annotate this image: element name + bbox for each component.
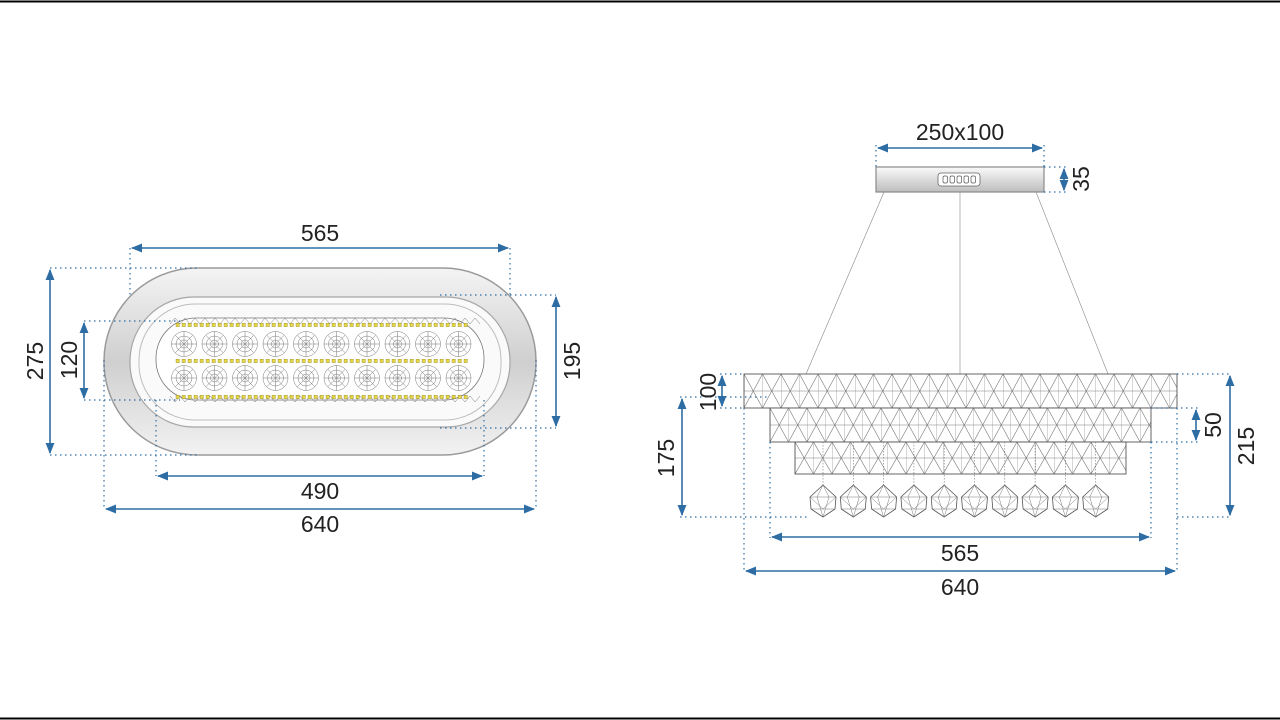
crystal-ball — [870, 442, 898, 518]
inner-ring-edge — [138, 303, 502, 421]
crystal-tier-top — [743, 373, 1178, 409]
crystal-grid — [169, 317, 481, 403]
crystal-disc — [384, 365, 411, 391]
dim-label-565-side: 565 — [941, 540, 979, 566]
dim-label-50: 50 — [1200, 412, 1226, 438]
crystal-disc — [445, 331, 472, 357]
crystal-disc — [201, 331, 228, 357]
dim-label-490: 490 — [301, 478, 339, 504]
crystal-ball — [1082, 442, 1110, 518]
top-view: 565 490 640 275 120 195 — [22, 220, 585, 537]
crystal-ball — [991, 442, 1019, 518]
crystal-panel — [155, 317, 485, 401]
crystal-disc — [293, 331, 319, 357]
top-view-body — [103, 267, 537, 456]
crystal-disc — [171, 331, 197, 357]
dim-label-275: 275 — [22, 342, 48, 380]
crystal-ball — [900, 442, 928, 518]
canopy-switch-icon — [937, 172, 981, 187]
crystal-disc — [354, 365, 380, 391]
crystal-tier-middle — [769, 407, 1152, 443]
suspension-wires — [805, 191, 1109, 375]
crystal-disc — [171, 365, 197, 391]
dim-label-120: 120 — [56, 341, 82, 379]
crystal-disc — [232, 331, 258, 357]
crystal-ball — [809, 442, 837, 518]
side-view: 250x100 35 100 50 215 175 565 640 — [653, 119, 1259, 600]
crystal-disc — [262, 365, 289, 391]
crystal-disc — [323, 365, 350, 391]
crystal-disc — [293, 365, 319, 391]
side-view-dimensions: 250x100 35 100 50 215 175 565 640 — [653, 119, 1259, 600]
dim-label-35: 35 — [1068, 166, 1094, 192]
side-view-extension-lines — [680, 145, 1230, 572]
crystal-disc — [354, 331, 380, 357]
crystal-ball — [1051, 442, 1079, 518]
dim-label-250x100: 250x100 — [916, 119, 1004, 145]
dim-label-640-top: 640 — [301, 511, 339, 537]
led-strips — [175, 323, 468, 399]
dim-label-100: 100 — [695, 373, 721, 411]
crystal-ball — [961, 442, 988, 518]
crystal-ball — [930, 442, 958, 518]
crystal-ball — [839, 442, 867, 518]
crystal-tier-bottom — [794, 441, 1127, 475]
crystal-disc — [201, 365, 228, 391]
crystal-disc — [384, 331, 411, 357]
dim-label-640-side: 640 — [941, 574, 979, 600]
dim-label-195: 195 — [559, 342, 585, 380]
crystal-disc — [232, 365, 258, 391]
crystal-pendants — [809, 442, 1110, 518]
crystal-ball — [1021, 442, 1049, 518]
crystal-disc — [415, 365, 441, 391]
dim-label-175: 175 — [653, 439, 679, 477]
dim-label-565: 565 — [301, 220, 339, 246]
crystal-disc — [415, 331, 441, 357]
top-view-extension-lines — [50, 248, 556, 510]
top-view-dimensions: 565 490 640 275 120 195 — [22, 220, 585, 537]
crystal-disc — [262, 331, 289, 357]
crystal-disc — [445, 365, 472, 391]
crystal-disc — [323, 331, 350, 357]
dim-label-215: 215 — [1233, 427, 1259, 465]
